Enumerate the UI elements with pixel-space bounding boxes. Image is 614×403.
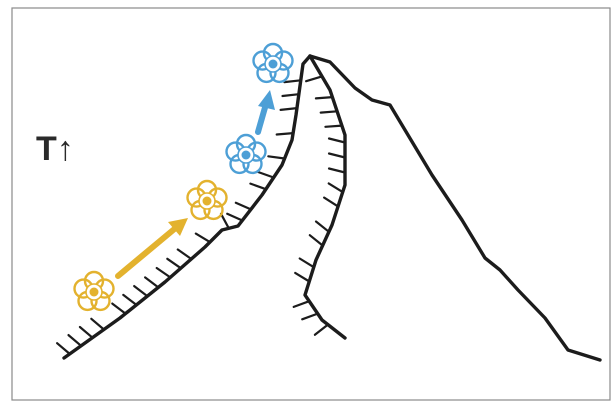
hatch-tick — [325, 126, 342, 127]
flower-center — [203, 197, 212, 206]
flower-center — [242, 151, 251, 160]
flower-center — [90, 288, 99, 297]
hatch-tick — [316, 97, 333, 98]
hatch-tick — [321, 111, 337, 112]
frame-border — [12, 8, 610, 400]
flower-center — [269, 60, 278, 69]
temperature-up-label: T↑ — [36, 130, 74, 168]
hatch-tick — [277, 133, 293, 134]
